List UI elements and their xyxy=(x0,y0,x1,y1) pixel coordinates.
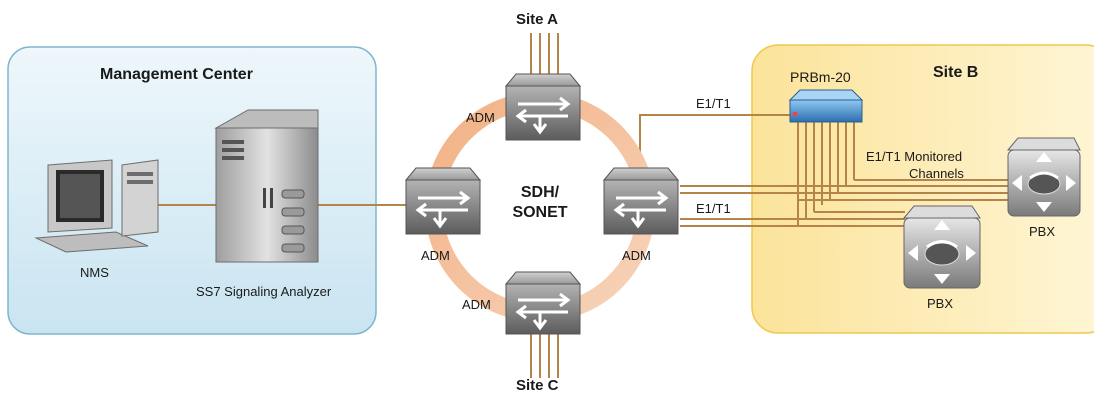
nms-computer xyxy=(34,159,159,253)
management-center-title: Management Center xyxy=(100,66,253,83)
prbm-label: PRBm-20 xyxy=(790,69,851,85)
monitored-channels-label-line1: E1/T1 Monitored xyxy=(866,149,963,164)
nms-label: NMS xyxy=(80,265,109,280)
ring-label-line1: SDH/ xyxy=(520,184,560,201)
prbm-20-device xyxy=(788,89,864,123)
adm-top-label: ADM xyxy=(466,110,495,125)
site-b-title: Site B xyxy=(933,64,979,81)
pbx-lower-label: PBX xyxy=(927,296,954,311)
analyzer-label: SS7 Signaling Analyzer xyxy=(196,284,332,299)
site-c-label: Site C xyxy=(516,377,559,394)
ring-label-line2: SONET xyxy=(512,204,568,221)
pbx-right-label: PBX xyxy=(1029,224,1056,239)
adm-left-label: ADM xyxy=(421,248,450,263)
links xyxy=(158,33,1010,378)
adm-bottom-label: ADM xyxy=(462,297,491,312)
link-e1t1-lower-label: E1/T1 xyxy=(696,201,731,216)
monitored-channels-label-line2: Channels xyxy=(909,166,964,181)
pbx-right-device xyxy=(1006,137,1081,217)
adm-top-device xyxy=(504,73,582,141)
adm-right-device xyxy=(602,167,680,235)
ss7-analyzer-server xyxy=(214,109,319,263)
ring-center xyxy=(443,110,637,304)
pbx-lower-device xyxy=(902,205,981,289)
adm-bottom-device xyxy=(504,271,582,335)
site-a-label: Site A xyxy=(516,11,558,28)
link-e1t1-upper-label: E1/T1 xyxy=(696,96,731,111)
adm-right-label: ADM xyxy=(622,248,651,263)
adm-left-device xyxy=(404,167,482,235)
